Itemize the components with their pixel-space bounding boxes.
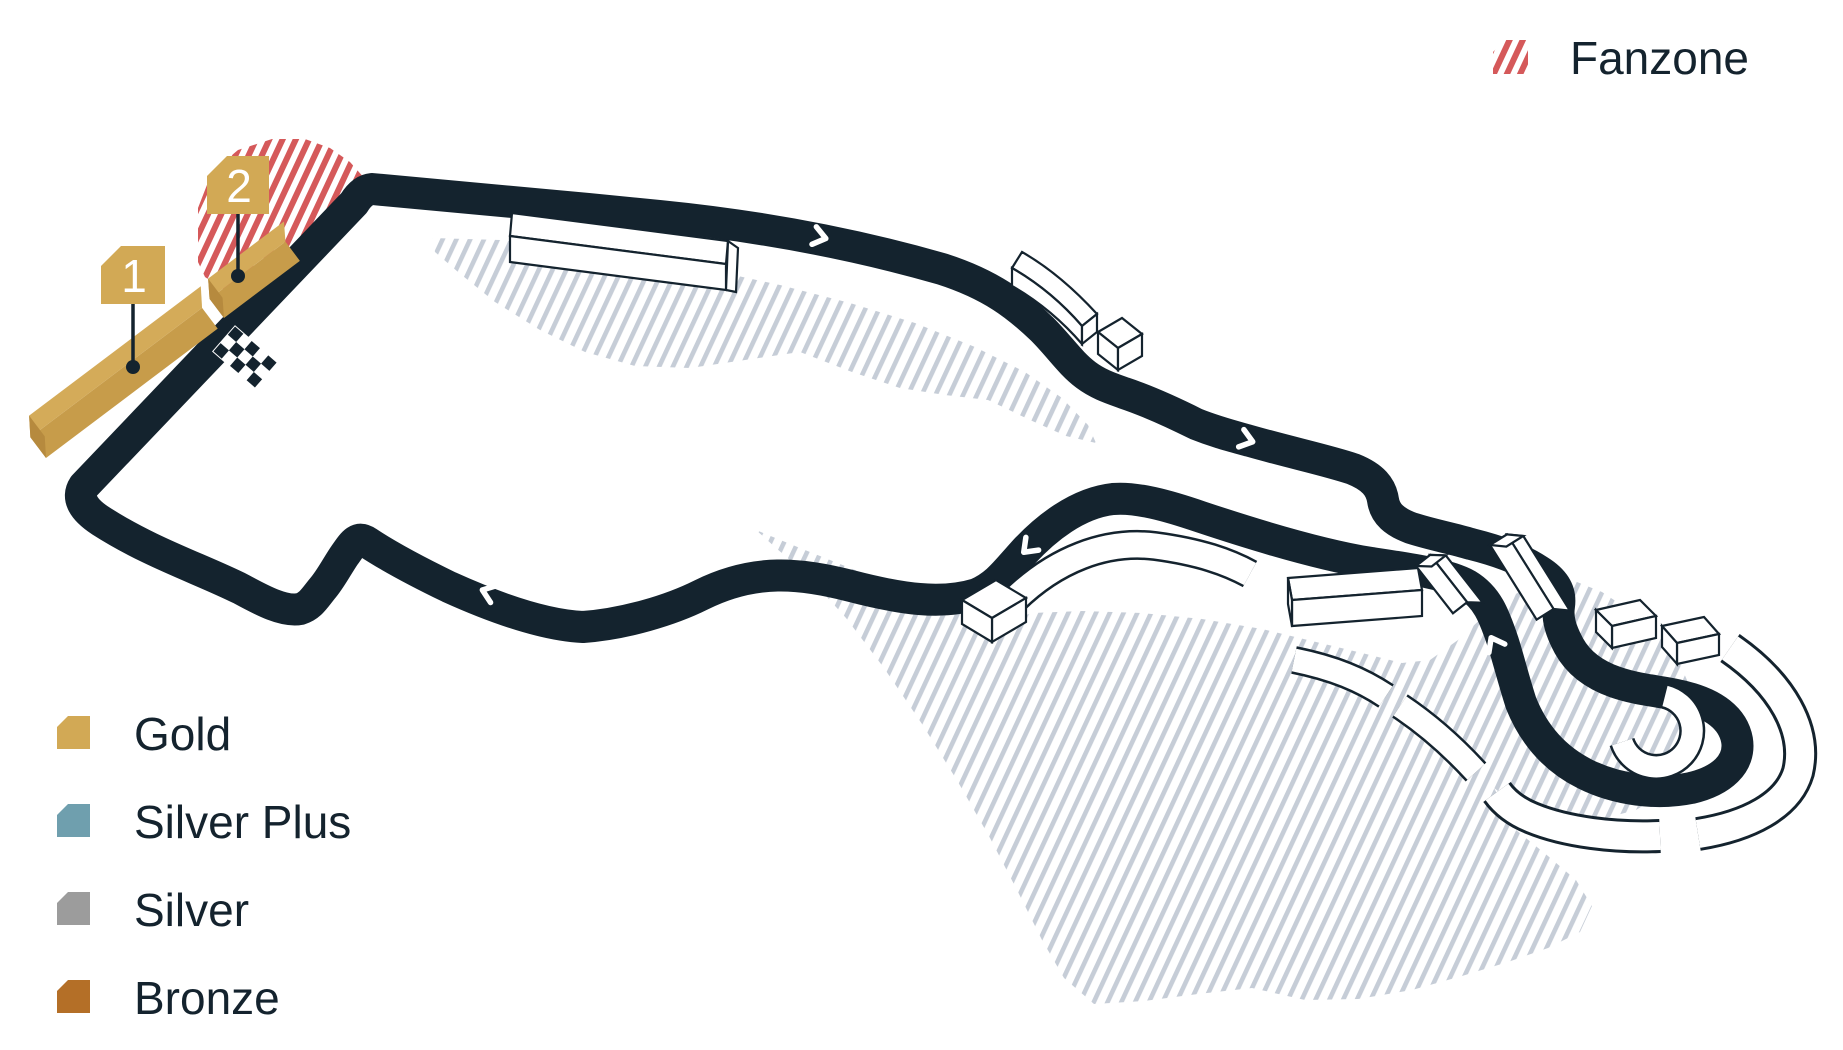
marker-2-label: 2	[226, 160, 252, 212]
grandstand-southwest-arc[interactable]	[1291, 646, 1487, 782]
legend-item-silver-plus: Silver Plus	[57, 796, 351, 848]
grandstand-gold-1[interactable]	[20, 286, 228, 458]
grandstand-arch[interactable]	[1003, 530, 1258, 611]
hatch-areas	[198, 139, 1696, 1004]
marker-1-badge[interactable]	[101, 246, 165, 304]
silver-swatch-icon	[57, 892, 90, 925]
gold-swatch-icon	[57, 716, 90, 749]
infield-hatch-bottom	[756, 530, 1696, 1004]
marker-2[interactable]: 2	[207, 156, 269, 283]
fanzone-legend: Fanzone	[1493, 32, 1749, 84]
grandstand-turn-north[interactable]	[1010, 250, 1099, 347]
marker-2-anchor-dot	[231, 269, 245, 283]
grandstand-hairpin-inner[interactable]	[1609, 683, 1706, 780]
legend-label-silver: Silver	[134, 884, 249, 936]
legend-item-bronze: Bronze	[57, 972, 280, 1024]
grandstand-entry-left[interactable]	[1412, 548, 1486, 622]
bronze-swatch-icon	[57, 980, 90, 1013]
grandstand-top-straight[interactable]	[508, 211, 740, 294]
track-outline	[64, 173, 1754, 808]
grandstand-small-north[interactable]	[1096, 316, 1144, 373]
marker-1[interactable]: 1	[101, 246, 165, 374]
grandstand-hairpin-box-2[interactable]	[1659, 615, 1722, 667]
legend-label-silver-plus: Silver Plus	[134, 796, 351, 848]
grandstand-markers: 1 2	[101, 156, 269, 374]
fanzone-label: Fanzone	[1570, 32, 1749, 84]
gold-grandstands	[20, 221, 308, 458]
grandstand-junction-box[interactable]	[959, 578, 1029, 644]
grandstand-midbottom-bar[interactable]	[1286, 566, 1424, 628]
infield-hatch-top	[432, 238, 1096, 443]
category-legend: Gold Silver Plus Silver Bronze	[57, 708, 351, 1024]
grandstand-gold-2[interactable]	[199, 221, 308, 318]
legend-label-gold: Gold	[134, 708, 231, 760]
legend-item-gold: Gold	[57, 708, 231, 760]
silver-plus-swatch-icon	[57, 804, 90, 837]
grandstand-entry-right[interactable]	[1486, 528, 1573, 629]
legend-label-bronze: Bronze	[134, 972, 280, 1024]
grandstand-hairpin-box-1[interactable]	[1593, 598, 1659, 651]
start-finish-line	[212, 325, 278, 389]
legend-item-silver: Silver	[57, 884, 249, 936]
marker-1-anchor-dot	[126, 360, 140, 374]
white-grandstands	[508, 211, 1818, 854]
marker-2-badge[interactable]	[207, 156, 269, 214]
fanzone-swatch-icon	[1493, 40, 1528, 74]
grandstand-hairpin-outer[interactable]	[1483, 634, 1818, 854]
marker-1-label: 1	[121, 250, 147, 302]
